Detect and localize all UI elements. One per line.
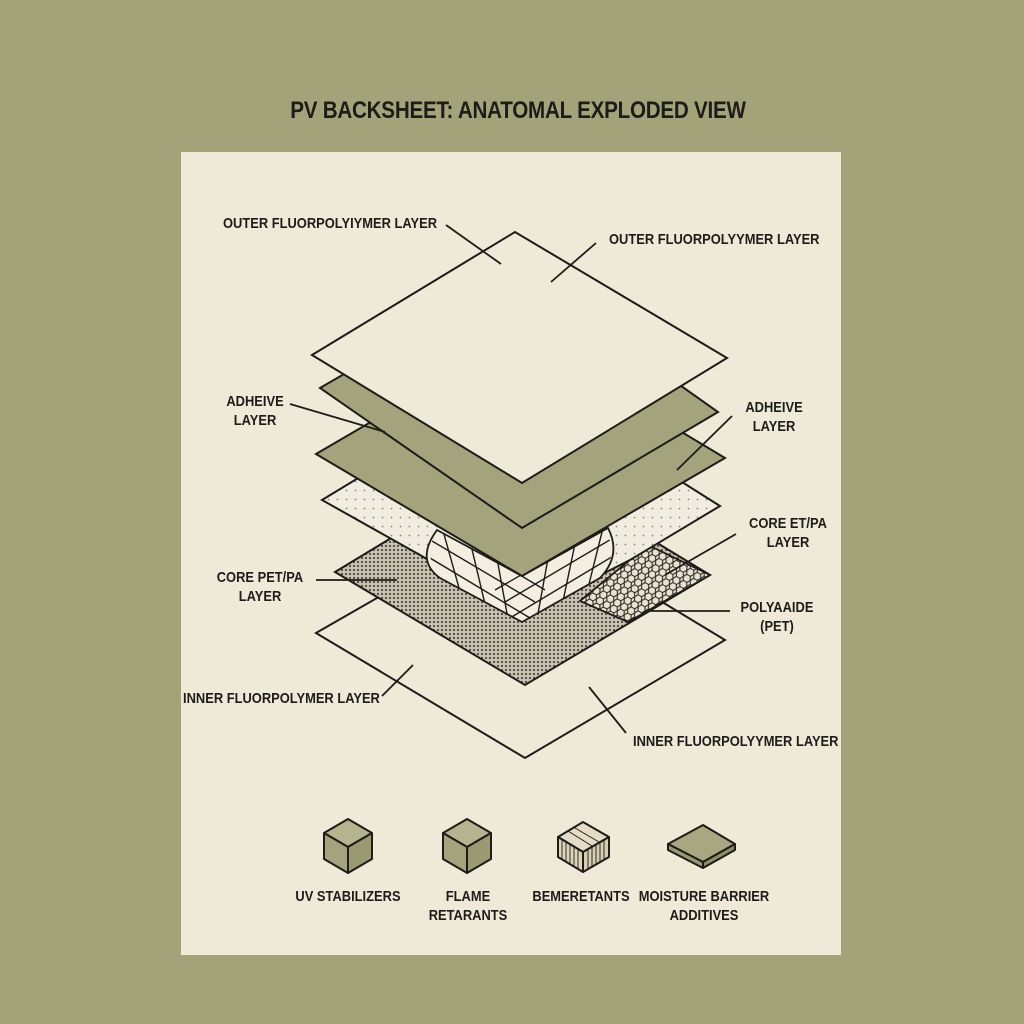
label-inner-left: INNER FLUORPOLYMER LAYER	[183, 690, 380, 707]
label-inner-right: INNER FLUORPOLYYMER LAYER	[633, 733, 839, 750]
legend-label-bemeretants: BEMERETANTS	[532, 888, 630, 905]
label-outer-right: OUTER FLUORPOLYYMER LAYER	[609, 231, 820, 248]
outer-fluoropolymer-layer	[310, 230, 729, 485]
page-title: PV BACKSHEET: ANATOMAL EXPLODED VIEW	[290, 97, 746, 124]
legend-label-moisture-barrier: MOISTURE BARRIER ADDITIVES	[638, 888, 770, 924]
label-outer-left: OUTER FLUORPOLYIYMER LAYER	[223, 215, 438, 232]
legend-label-uv-stabilizers: UV STABILIZERS	[295, 888, 401, 905]
leader-lines	[289, 224, 737, 734]
polyamide-hex-layer	[578, 543, 712, 624]
cube-icon	[323, 818, 373, 874]
cube-icon	[442, 818, 492, 874]
legend-label-flame-retardants: FLAME RETARANTS	[428, 888, 508, 924]
label-adhesive-right: ADHEIVE LAYER	[745, 399, 803, 435]
label-polyamide: POLYAAIDE (PET)	[740, 599, 814, 635]
flat-slab-icon	[667, 824, 736, 869]
striped-cube-icon	[557, 821, 610, 873]
label-adhesive-left: ADHEIVE LAYER	[226, 393, 284, 429]
label-core-right: CORE ET/PA LAYER	[749, 515, 827, 551]
label-core-left: CORE PET/PA LAYER	[216, 569, 304, 605]
